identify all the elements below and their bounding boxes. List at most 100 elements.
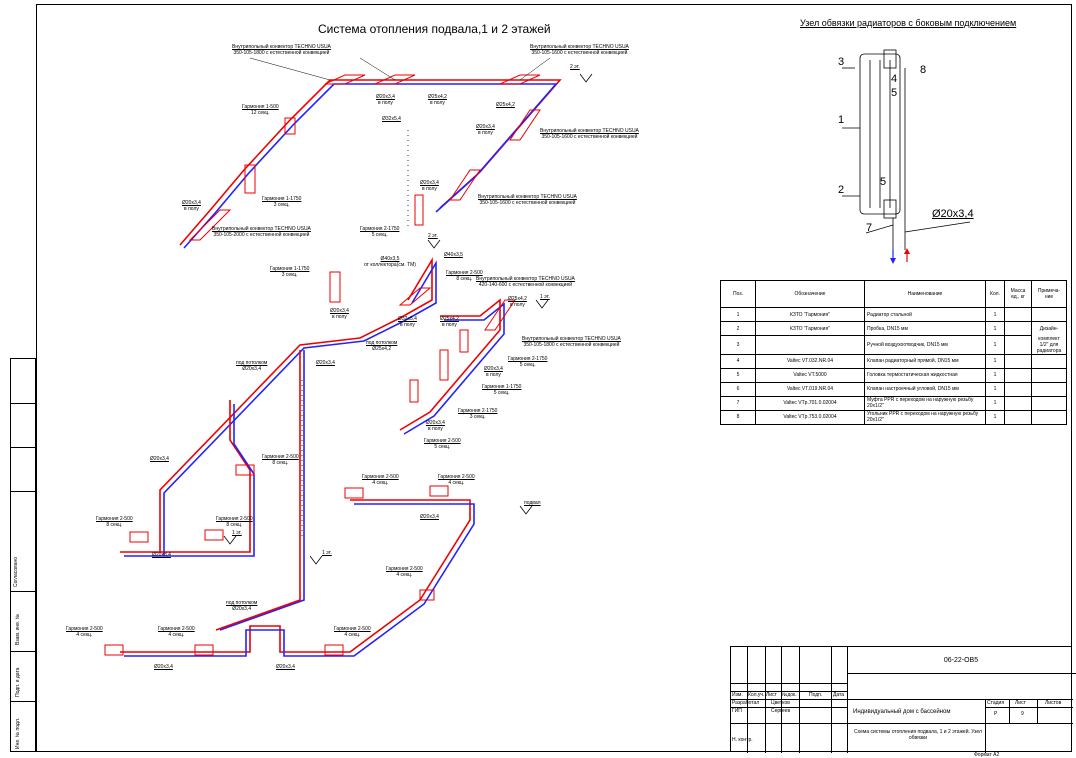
convector xyxy=(509,109,541,141)
pipe-label: Ø40х3,5 xyxy=(444,252,463,258)
left-approval-strip: Согласовано Взам. инв. № Подп. и дата Ин… xyxy=(10,358,36,752)
callout-4: 4 xyxy=(891,73,898,85)
convector xyxy=(374,74,416,85)
radiator xyxy=(329,271,341,303)
radiator xyxy=(204,529,224,541)
convector xyxy=(484,299,516,331)
callout-5b: 5 xyxy=(880,176,887,188)
radiator xyxy=(459,329,469,353)
radiator xyxy=(235,464,255,476)
callout-pipe: Ø20х3,4 xyxy=(932,208,974,220)
radiator xyxy=(419,589,435,601)
radiator xyxy=(344,487,364,499)
doc-code: 06-22-ОВ5 xyxy=(943,657,979,664)
radiator xyxy=(429,485,449,497)
floor-marker xyxy=(535,299,549,309)
pipe-supply xyxy=(120,400,251,553)
floor-marker xyxy=(427,239,441,249)
floor-label: подвал xyxy=(524,500,541,506)
pipe-label: Ø20х3,4 xyxy=(276,664,295,670)
pipe-label: Ø20х3,4 xyxy=(152,552,171,558)
radiator xyxy=(414,194,424,226)
format-label: Формат А2 xyxy=(974,752,1000,758)
pipe-supply xyxy=(399,298,501,431)
floor-marker xyxy=(223,535,237,545)
node-title: Узел обвязки радиаторов с боковым подклю… xyxy=(800,18,1017,28)
pipe-return xyxy=(183,83,558,249)
pipe-supply xyxy=(120,499,471,653)
radiator-node-drawing xyxy=(842,49,971,250)
floor-label: 1 эт. xyxy=(232,530,242,536)
convector xyxy=(398,287,432,306)
pipe-riser xyxy=(215,350,301,631)
sheet-frame xyxy=(36,4,1072,752)
pipe-label: Ø20х3,4 xyxy=(316,360,335,366)
floor-marker xyxy=(309,555,323,565)
floor-label: 1 эт. xyxy=(322,550,332,556)
callout-2: 2 xyxy=(838,184,845,196)
spec-table: Поз. Обозначение Наименование Кол. Масса… xyxy=(720,280,1067,425)
convector xyxy=(188,209,232,241)
pipe-return xyxy=(403,302,505,435)
floor-label: 2 эт. xyxy=(570,64,580,70)
floor-label: 1 эт. xyxy=(540,294,550,300)
floor-marker xyxy=(519,505,533,515)
callout-5: 5 xyxy=(891,87,898,99)
floor-label: 2 эт. xyxy=(428,233,438,239)
callout-1: 1 xyxy=(838,114,845,126)
pipe-label: Ø20х3,4 xyxy=(420,514,439,520)
callout-7: 7 xyxy=(866,222,873,234)
radiator xyxy=(194,644,214,656)
pipe-label: Ø20х3,4 xyxy=(154,664,173,670)
callout-3: 3 xyxy=(838,56,845,68)
pipe-riser xyxy=(219,350,305,631)
pipe-supply xyxy=(159,257,433,552)
drawing-title: Система отопления подвала,1 и 2 этажей xyxy=(318,22,551,36)
project-name: Индивидуальный дом с бассейном xyxy=(853,709,951,715)
